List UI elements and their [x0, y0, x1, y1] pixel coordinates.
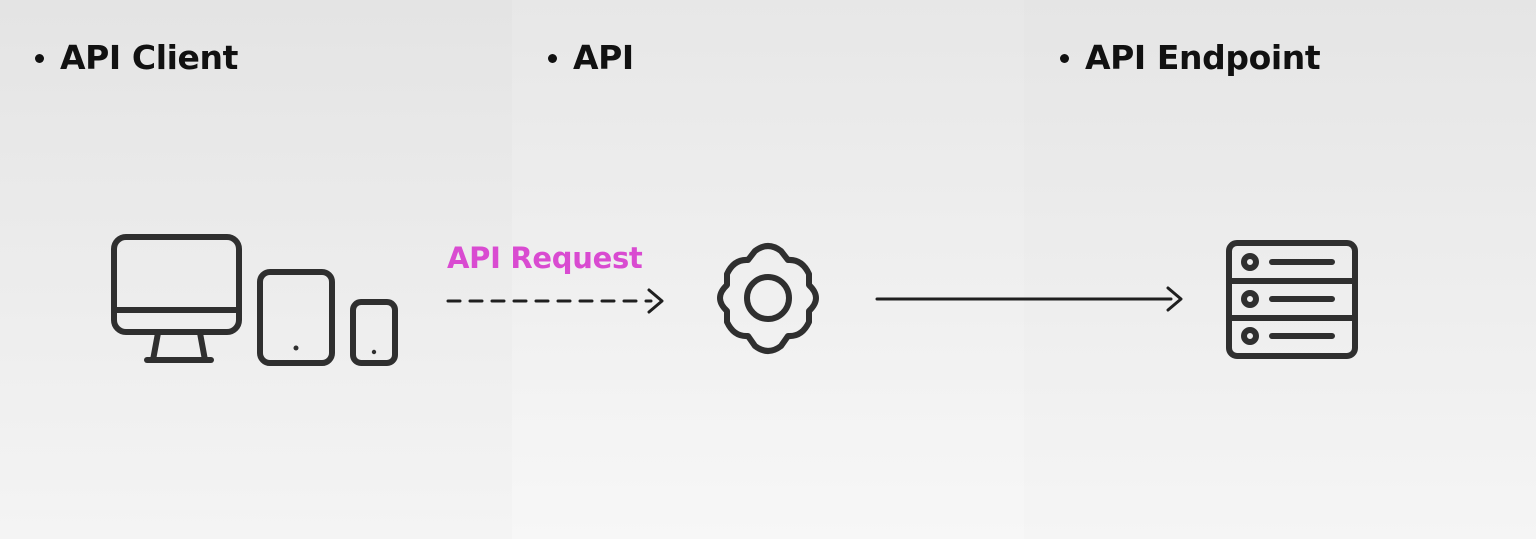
api-client-heading: API Client	[35, 38, 238, 78]
api-heading: API	[548, 38, 634, 78]
desktop-monitor-icon	[111, 234, 242, 363]
dashed-arrow-right-icon	[446, 288, 664, 314]
api-endpoint-heading: API Endpoint	[1060, 38, 1321, 78]
api-client-label: API Client	[60, 38, 238, 77]
api-label: API	[573, 38, 634, 77]
tablet-icon	[257, 269, 335, 366]
smartphone-icon	[350, 299, 398, 366]
api-panel	[512, 0, 1024, 539]
api-endpoint-label: API Endpoint	[1085, 38, 1321, 77]
client-devices	[111, 234, 398, 366]
gear-icon	[717, 243, 819, 354]
solid-arrow-right-icon	[875, 286, 1183, 312]
api-request-label: API Request	[447, 241, 643, 275]
bullet-icon	[35, 53, 44, 63]
server-stack-icon	[1226, 240, 1358, 359]
bullet-icon	[548, 53, 557, 63]
bullet-icon	[1060, 53, 1069, 63]
